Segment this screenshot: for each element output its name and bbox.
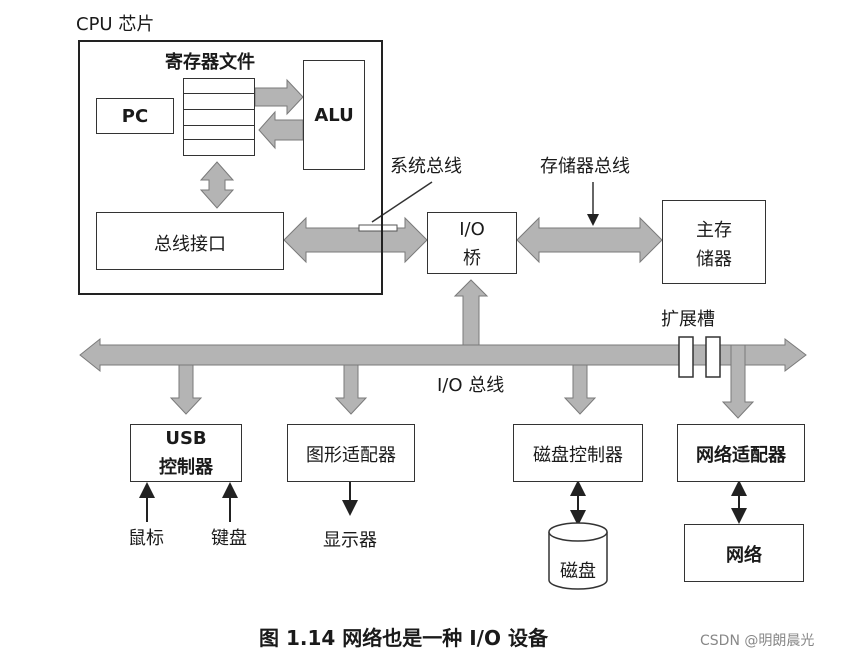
alu-label: ALU	[314, 105, 354, 126]
regfile-bus-interface-arrow	[199, 161, 235, 209]
expansion-slot-label: 扩展槽	[661, 309, 715, 330]
network-box: 网络	[684, 524, 804, 582]
pc-box: PC	[96, 98, 174, 134]
io-bridge-label-line1: I/O	[459, 219, 485, 240]
graphics-adapter-label: 图形适配器	[306, 445, 396, 466]
memory-bus-label: 存储器总线	[540, 156, 630, 177]
disk-cylinder	[548, 522, 608, 590]
regfile-to-alu-arrow	[254, 78, 304, 116]
io-bridge-label-line2: 桥	[463, 248, 481, 269]
expansion-slot-left	[678, 336, 694, 378]
disk-controller-label: 磁盘控制器	[533, 445, 623, 466]
cpu-chip-title: CPU 芯片	[76, 14, 155, 35]
mouse-label: 鼠标	[128, 528, 164, 549]
expansion-slot-right	[705, 336, 721, 378]
main-memory-label-line2: 储器	[696, 249, 732, 270]
watermark: CSDN @明朗晨光	[700, 633, 815, 649]
network-adapter-label: 网络适配器	[696, 445, 786, 466]
system-bus-label: 系统总线	[390, 156, 462, 177]
usb-controller-label-line2: 控制器	[159, 457, 213, 478]
network-label: 网络	[726, 545, 762, 566]
main-memory-box: 主存 储器	[662, 200, 766, 284]
alu-to-regfile-arrow	[258, 110, 304, 150]
main-memory-label-line1: 主存	[696, 220, 732, 241]
memory-bus-arrow	[516, 216, 663, 264]
io-bus-to-disk-controller-arrow	[563, 364, 597, 415]
disk-controller-box: 磁盘控制器	[513, 424, 643, 482]
display-label: 显示器	[323, 530, 377, 551]
keyboard-label: 键盘	[211, 528, 247, 549]
network-adapter-box: 网络适配器	[677, 424, 805, 482]
bus-interface-label: 总线接口	[154, 234, 226, 255]
bridge-to-io-bus-arrow	[453, 279, 489, 349]
io-bus-arrow	[79, 337, 807, 373]
register-divider	[184, 139, 254, 140]
io-bus-to-graphics-arrow	[334, 364, 368, 415]
bus-interface-box: 总线接口	[96, 212, 284, 270]
figure-caption: 图 1.14 网络也是一种 I/O 设备	[259, 626, 548, 650]
register-divider	[184, 93, 254, 94]
register-file-title: 寄存器文件	[165, 52, 255, 73]
register-divider	[184, 125, 254, 126]
alu-box: ALU	[303, 60, 365, 170]
system-bus-tap	[358, 224, 398, 232]
io-bus-to-network-adapter-arrow	[721, 344, 755, 419]
register-divider	[184, 109, 254, 110]
graphics-adapter-box: 图形适配器	[287, 424, 415, 482]
register-file-box	[183, 78, 255, 156]
usb-controller-box: USB 控制器	[130, 424, 242, 482]
usb-controller-label-line1: USB	[165, 428, 207, 449]
pc-label: PC	[121, 106, 149, 127]
disk-label: 磁盘	[560, 561, 596, 582]
io-bridge-box: I/O 桥	[427, 212, 517, 274]
io-bus-to-usb-arrow	[169, 364, 203, 415]
cpu-chip-boundary	[78, 40, 383, 295]
io-bus-label: I/O 总线	[437, 375, 505, 396]
